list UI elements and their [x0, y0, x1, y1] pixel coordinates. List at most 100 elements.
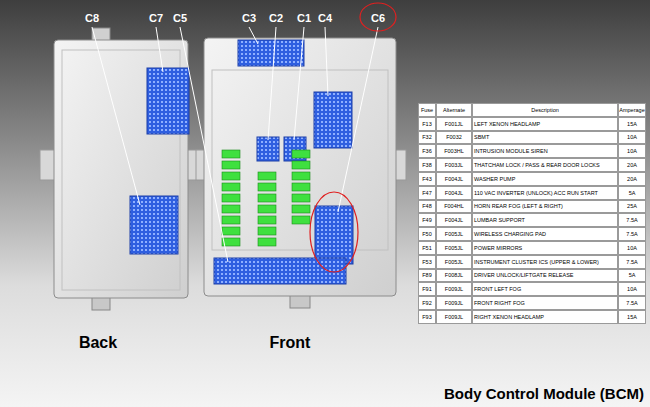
fuse [292, 161, 310, 169]
table-cell: F51 [418, 241, 436, 255]
callout-label: C1 [297, 12, 311, 24]
table-cell: F93 [418, 310, 436, 324]
fuse [222, 194, 240, 202]
connector-c7 [147, 68, 189, 134]
table-cell: F50 [418, 227, 436, 241]
table-cell: F43 [418, 172, 436, 186]
table-cell: 15A [618, 117, 646, 131]
table-cell: 7.5A [618, 227, 646, 241]
table-cell: LUMBAR SUPPORT [472, 213, 618, 227]
table-cell: Amperage [618, 103, 646, 117]
table-cell: F004JL [436, 172, 472, 186]
table-cell: F48 [418, 200, 436, 214]
table-cell: 10A [618, 241, 646, 255]
fuse [258, 183, 276, 191]
fuse [292, 205, 310, 213]
table-cell: 110 VAC INVERTER (UNLOCK) ACC RUN START [472, 186, 618, 200]
table-cell: 20A [618, 172, 646, 186]
fuse [222, 183, 240, 191]
fuse [292, 172, 310, 180]
table-cell: 7.5A [618, 296, 646, 310]
callout-label: C8 [85, 12, 99, 24]
callout-label: C3 [242, 12, 256, 24]
table-cell: 15A [618, 310, 646, 324]
view-label: Front [270, 334, 311, 352]
fuse [222, 172, 240, 180]
table-cell: F003JL [436, 158, 472, 172]
fuse [222, 227, 240, 235]
annotation-circle [360, 3, 396, 31]
fuse [222, 216, 240, 224]
fuse [258, 172, 276, 180]
table-cell: F005JL [436, 255, 472, 269]
connector-c5 [214, 258, 346, 284]
table-cell: WIRELESS CHARGING PAD [472, 227, 618, 241]
table-cell: F001JL [436, 117, 472, 131]
table-cell: INTRUSION MODULE SIREN [472, 144, 618, 158]
connector-c6 [315, 206, 353, 264]
back-housing [40, 28, 202, 310]
table-cell: F004JL [436, 213, 472, 227]
table-cell: F92 [418, 296, 436, 310]
table-cell: 5A [618, 186, 646, 200]
fuse [222, 161, 240, 169]
table-cell: 7.5A [618, 255, 646, 269]
callout-label: C4 [318, 12, 332, 24]
fuse [258, 238, 276, 246]
connector-c8 [130, 196, 178, 254]
table-cell: THATCHAM LOCK / PASS & REAR DOOR LOCKS [472, 158, 618, 172]
table-cell: 10A [618, 282, 646, 296]
connector-c2 [257, 137, 279, 161]
table-cell: F004JL [436, 186, 472, 200]
table-cell: Fuse [418, 103, 436, 117]
table-cell: 7.5A [618, 213, 646, 227]
table-cell: HORN REAR FOG (LEFT & RIGHT) [472, 200, 618, 214]
view-label: Back [79, 334, 117, 352]
fuse [292, 216, 310, 224]
table-cell: 10A [618, 131, 646, 145]
table-cell: WASHER PUMP [472, 172, 618, 186]
table-cell: F49 [418, 213, 436, 227]
fuse [258, 227, 276, 235]
title: Body Control Module (BCM) [444, 385, 644, 402]
table-cell: Description [472, 103, 618, 117]
callout-label: C2 [269, 12, 283, 24]
table-cell: F004HL [436, 200, 472, 214]
fuse [292, 150, 310, 158]
table-cell: DRIVER UNLOCK/LIFTGATE RELEASE [472, 269, 618, 283]
table-cell: FRONT LEFT FOG [472, 282, 618, 296]
table-cell: F47 [418, 186, 436, 200]
callout-label: C5 [173, 12, 187, 24]
table-cell: F0032 [436, 131, 472, 145]
callout-label: C6 [371, 12, 385, 24]
table-cell: F009JL [436, 310, 472, 324]
table-cell: 10A [618, 144, 646, 158]
table-cell: F89 [418, 269, 436, 283]
fuse [258, 205, 276, 213]
table-cell: 5A [618, 269, 646, 283]
connector-c4 [314, 92, 352, 148]
table-cell: POWER MIRRORS [472, 241, 618, 255]
callout-label: C7 [149, 12, 163, 24]
table-cell: FRONT RIGHT FOG [472, 296, 618, 310]
table-cell: F003HL [436, 144, 472, 158]
table-cell: INSTRUMENT CLUSTER ICS (UPPER & LOWER) [472, 255, 618, 269]
fuse-block [222, 150, 310, 246]
table-cell: F009JL [436, 282, 472, 296]
connector-c3 [238, 40, 304, 66]
table-cell: F91 [418, 282, 436, 296]
fuse [292, 183, 310, 191]
table-cell: RIGHT XENON HEADLAMP [472, 310, 618, 324]
table-cell: F009JL [436, 296, 472, 310]
table-cell: F005JL [436, 227, 472, 241]
fuse [222, 205, 240, 213]
table-cell: F005JL [436, 241, 472, 255]
table-cell: F008JL [436, 269, 472, 283]
fuse [258, 216, 276, 224]
fuse [292, 194, 310, 202]
annotation-circle [310, 192, 358, 272]
table-cell: F53 [418, 255, 436, 269]
fuse [258, 194, 276, 202]
table-cell: 25A [618, 200, 646, 214]
table-cell: LEFT XENON HEADLAMP [472, 117, 618, 131]
